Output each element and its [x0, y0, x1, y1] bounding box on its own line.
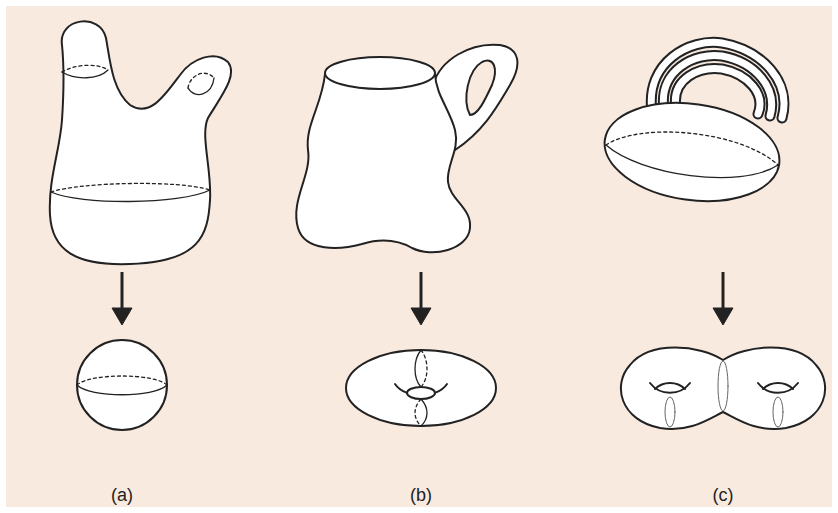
panel-background [6, 6, 832, 507]
torus [346, 350, 496, 426]
equator-line-hidden [77, 376, 167, 385]
torus-hole [763, 383, 793, 389]
section-line-hidden [62, 65, 108, 72]
section-line [62, 70, 108, 78]
section-line-hidden [51, 183, 210, 192]
cut-ring [665, 397, 675, 427]
arrow-shaft [121, 272, 124, 312]
equator-line-hidden [606, 132, 778, 165]
handle-hole [466, 61, 495, 115]
cut-ring [773, 397, 783, 427]
meridian-line [421, 399, 427, 426]
arrow-head [411, 308, 431, 325]
equator-line [606, 145, 778, 178]
sphere [77, 340, 167, 430]
section-line [51, 190, 210, 202]
panel-label: (a) [111, 485, 133, 506]
meridian-line [415, 350, 421, 387]
cut-ring [718, 361, 728, 411]
section-line [188, 78, 214, 95]
torus-hole [655, 383, 685, 389]
meridian-line-hidden [415, 399, 421, 426]
arrow-shaft [722, 272, 725, 312]
cup-body [296, 74, 470, 252]
torus-hole [758, 383, 798, 393]
meridian-line-hidden [421, 350, 427, 387]
panel-label: (b) [410, 485, 432, 506]
arrow-shaft [420, 272, 423, 312]
blob-surface [50, 21, 231, 264]
torus-hole [650, 383, 690, 393]
torus-hole-ring [407, 387, 435, 399]
arrow-head [713, 308, 733, 325]
panel-label: (c) [713, 485, 734, 506]
section-line-hidden [188, 73, 214, 88]
equator-line [77, 385, 167, 395]
ellipsoid [598, 92, 786, 212]
cup-rim [325, 57, 435, 89]
arrow-head [112, 308, 132, 325]
double-torus [621, 348, 825, 430]
